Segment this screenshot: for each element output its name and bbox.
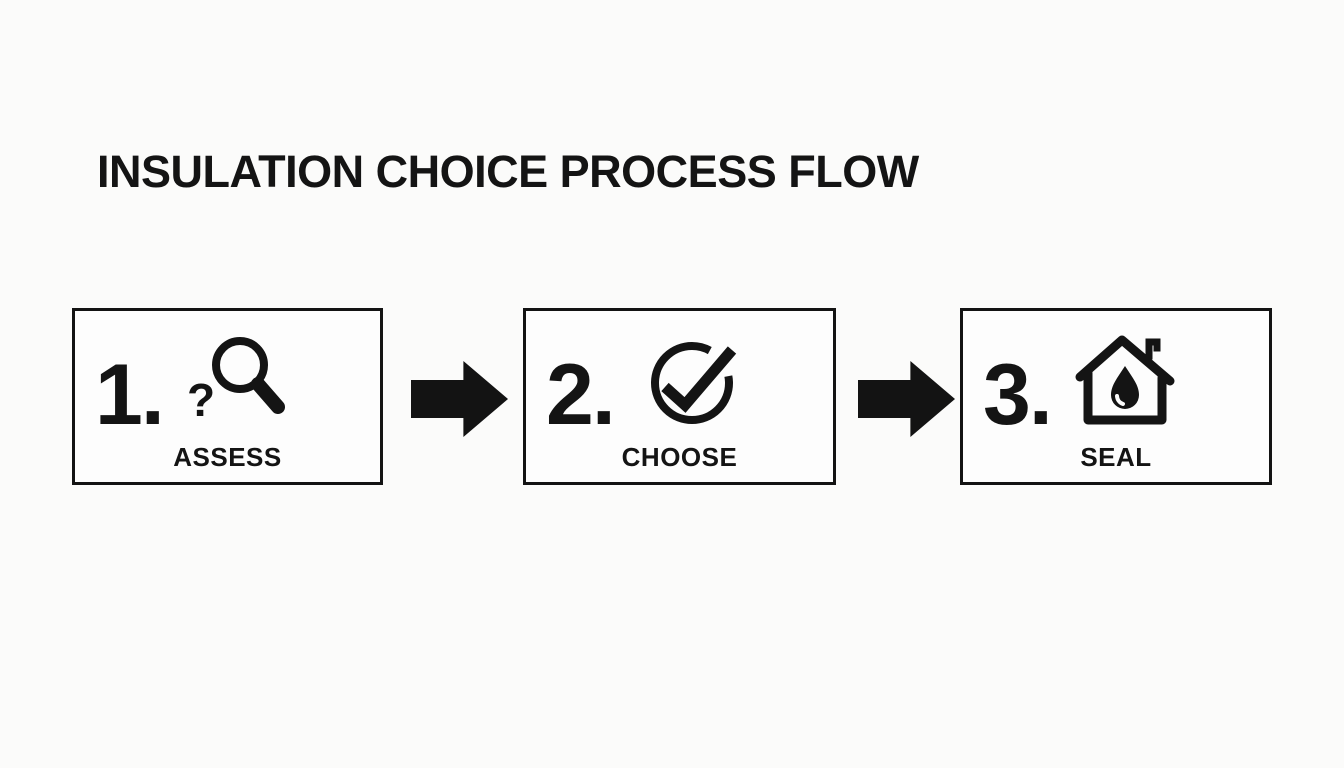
arrow-right-icon bbox=[858, 361, 955, 437]
step-box-choose: 2. CHOOSE bbox=[523, 308, 836, 485]
step-label: SEAL bbox=[1080, 442, 1152, 472]
step-number: 3. bbox=[983, 347, 1053, 443]
step-number: 2. bbox=[546, 347, 616, 443]
check-circle-icon bbox=[650, 341, 740, 431]
arrow-right-icon bbox=[411, 361, 508, 437]
page-title: INSULATION CHOICE PROCESS FLOW bbox=[97, 146, 919, 197]
step-box-assess: 1. ? ASSESS bbox=[72, 308, 383, 485]
question-mark-glyph: ? bbox=[187, 374, 215, 424]
magnifier-question-icon: ? bbox=[185, 332, 290, 424]
house-droplet-icon bbox=[1075, 335, 1175, 427]
step-label: CHOOSE bbox=[621, 442, 738, 472]
step-number: 1. bbox=[95, 347, 165, 443]
step-box-seal: 3. SEAL bbox=[960, 308, 1272, 485]
step-label: ASSESS bbox=[173, 442, 282, 472]
